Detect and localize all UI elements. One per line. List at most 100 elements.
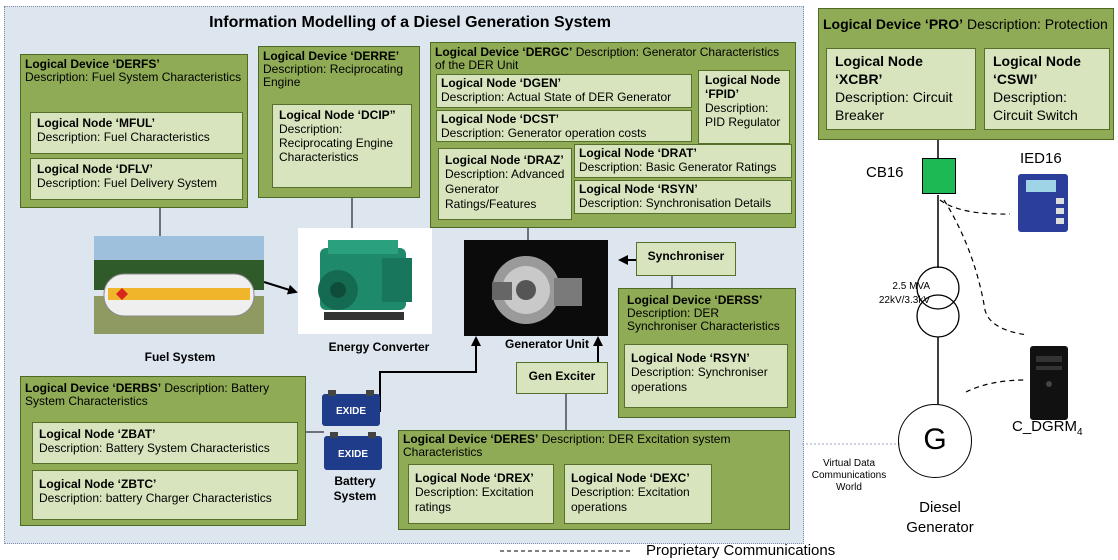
generator-symbol-letter: G <box>923 423 947 456</box>
drat-description: Description: Basic Generator Ratings <box>579 160 777 174</box>
dergc-heading: Logical Device ‘DERGC’ <box>435 45 573 59</box>
draz-description: Description: Advanced Generator Ratings/… <box>445 167 565 211</box>
fpid-title: Logical Node ‘FPID’ <box>705 73 781 101</box>
dcip-title: Logical Node ‘DCIP” <box>279 108 396 122</box>
ied16-label: IED16 <box>1020 150 1062 167</box>
logical-node-dflv: Logical Node ‘DFLV’ Description: Fuel De… <box>30 158 243 200</box>
battery-brand-top: EXIDE <box>336 406 366 417</box>
logical-node-dcst: Logical Node ‘DCST’ Description: Generat… <box>436 110 692 142</box>
cswi-title: Logical Node ‘CSWI’ <box>993 53 1081 87</box>
dergc-description: Description: Generator Characteristics o… <box>435 45 780 72</box>
deres-description: Description: DER Excitation system Chara… <box>403 432 731 459</box>
fuel-tank-image <box>94 236 264 334</box>
cb-to-computer-dashed <box>943 199 1029 336</box>
battery-to-generator-arrow <box>379 336 481 412</box>
dflv-title: Logical Node ‘DFLV’ <box>37 162 153 176</box>
rsyn-gc-description: Description: Synchronisation Details <box>579 196 772 210</box>
dcip-description: Description: Reciprocating Engine Charac… <box>279 122 394 164</box>
pro-description: Description: Protection <box>963 16 1108 32</box>
battery-image-top: EXIDE <box>320 390 382 428</box>
dcst-description: Description: Generator operation costs <box>441 126 647 140</box>
draz-title: Logical Node ‘DRAZ’ <box>445 153 564 167</box>
derfs-description: Description: Fuel System Characteristics <box>25 70 242 84</box>
logical-node-rsyn-ss: Logical Node ‘RSYN’ Description: Synchro… <box>624 344 788 408</box>
derbs-heading: Logical Device ‘DERBS’ <box>25 381 162 395</box>
logical-node-dexc: Logical Node ‘DEXC’ Description: Excitat… <box>564 464 712 524</box>
cswi-description: Description: Circuit Switch <box>993 89 1078 123</box>
generator-to-computer-dashed <box>965 379 1027 393</box>
derre-heading: Logical Device ‘DERRE’ <box>263 49 400 63</box>
energy-converter-label: Energy Converter <box>328 340 430 354</box>
xcbr-description: Description: Circuit Breaker <box>835 89 953 123</box>
battery-system-label: Battery System <box>326 474 384 504</box>
drex-title: Logical Node ‘DREX’ <box>415 471 534 485</box>
zbtc-title: Logical Node ‘ZBTC’ <box>39 477 157 491</box>
transformer-upper-coil <box>916 266 960 310</box>
logical-node-drex: Logical Node ‘DREX’ Description: Excitat… <box>408 464 554 524</box>
rsyn-ss-description: Description: Synchroniser operations <box>631 365 768 394</box>
cb16-label: CB16 <box>866 164 904 181</box>
fpid-description: Description: PID Regulator <box>705 101 781 129</box>
dgen-description: Description: Actual State of DER Generat… <box>441 90 672 104</box>
generator-symbol: G <box>898 404 972 478</box>
gen-exciter-box: Gen Exciter <box>516 362 608 394</box>
dgen-title: Logical Node ‘DGEN’ <box>441 76 562 90</box>
zbat-title: Logical Node ‘ZBAT’ <box>39 427 156 441</box>
xcbr-title: Logical Node ‘XCBR’ <box>835 53 923 87</box>
fuel-system-label: Fuel System <box>144 350 216 364</box>
derfs-heading: Logical Device ‘DERFS’ <box>25 57 160 71</box>
synchroniser-box: Synchroniser <box>636 242 736 276</box>
dexc-description: Description: Excitation operations <box>571 485 690 514</box>
logical-node-mful: Logical Node ‘MFUL’ Description: Fuel Ch… <box>30 112 243 154</box>
derss-heading: Logical Device ‘DERSS’ <box>627 293 763 307</box>
battery-system-text: Battery System <box>333 474 377 503</box>
logical-node-cswi: Logical Node ‘CSWI’ Description: Circuit… <box>984 48 1110 130</box>
synchroniser-label: Synchroniser <box>647 249 725 263</box>
gen-exciter-label: Gen Exciter <box>528 369 596 383</box>
legend-proprietary-communications: Proprietary Communications <box>646 542 836 559</box>
voltage-text: 22kV/3.3kV <box>878 295 930 306</box>
logical-node-drat: Logical Node ‘DRAT’ Description: Basic G… <box>574 144 792 178</box>
generator-image <box>464 240 608 336</box>
logical-node-dcip: Logical Node ‘DCIP” Description: Recipro… <box>272 104 412 188</box>
dcst-title: Logical Node ‘DCST’ <box>441 112 560 126</box>
computer-tower-icon <box>1026 344 1070 422</box>
logical-node-fpid: Logical Node ‘FPID’ Description: PID Reg… <box>698 70 790 144</box>
battery-brand-bottom: EXIDE <box>338 449 368 460</box>
logical-node-xcbr: Logical Node ‘XCBR’ Description: Circuit… <box>826 48 976 130</box>
cb-to-ied-dashed <box>939 199 1011 215</box>
dgrm-text: C_DGRM <box>1012 418 1078 435</box>
rsyn-gc-title: Logical Node ‘RSYN’ <box>579 182 698 196</box>
dflv-description: Description: Fuel Delivery System <box>37 176 218 190</box>
fuel-to-engine-arrow <box>263 281 298 295</box>
dgrm-subscript: 4 <box>1077 427 1083 438</box>
logical-node-zbat: Logical Node ‘ZBAT’ Description: Battery… <box>32 422 298 464</box>
logical-node-rsyn-gc: Logical Node ‘RSYN’ Description: Synchro… <box>574 180 792 214</box>
rating-text: 2.5 MVA <box>892 281 930 292</box>
pro-heading: Logical Device ‘PRO’ <box>823 16 964 32</box>
generator-unit-label: Generator Unit <box>504 337 589 351</box>
derss-description: Description: DER Synchroniser Characteri… <box>627 306 780 333</box>
mful-description: Description: Fuel Characteristics <box>37 130 210 144</box>
derre-description: Description: Reciprocating Engine <box>263 62 404 89</box>
mful-title: Logical Node ‘MFUL’ <box>37 116 156 130</box>
virtual-data-communications-label: Virtual Data Communications World <box>811 458 887 493</box>
ied16-device-icon <box>1016 172 1072 234</box>
battery-image-bottom: EXIDE <box>322 432 384 472</box>
dexc-title: Logical Node ‘DEXC’ <box>571 471 690 485</box>
logical-node-zbtc: Logical Node ‘ZBTC’ Description: battery… <box>32 470 298 520</box>
drex-description: Description: Excitation ratings <box>415 485 534 514</box>
circuit-breaker-cb16 <box>922 158 956 194</box>
engine-image <box>298 228 432 334</box>
diagram-title: Information Modelling of a Diesel Genera… <box>209 14 611 31</box>
zbat-description: Description: Battery System Characterist… <box>39 441 270 455</box>
derbs-description: Description: Battery System Characterist… <box>25 381 270 408</box>
transformer-rating: 2.5 MVA 22kV/3.3kV <box>850 280 930 308</box>
logical-node-draz: Logical Node ‘DRAZ’ Description: Advance… <box>438 148 572 220</box>
zbtc-description: Description: battery Charger Characteris… <box>39 491 272 505</box>
rsyn-ss-title: Logical Node ‘RSYN’ <box>631 351 750 365</box>
diesel-generator-label: Diesel Generator <box>906 499 974 536</box>
drat-title: Logical Node ‘DRAT’ <box>579 146 697 160</box>
logical-node-dgen: Logical Node ‘DGEN’ Description: Actual … <box>436 74 692 108</box>
c-dgrm4-label: C_DGRM4 <box>1012 418 1083 438</box>
